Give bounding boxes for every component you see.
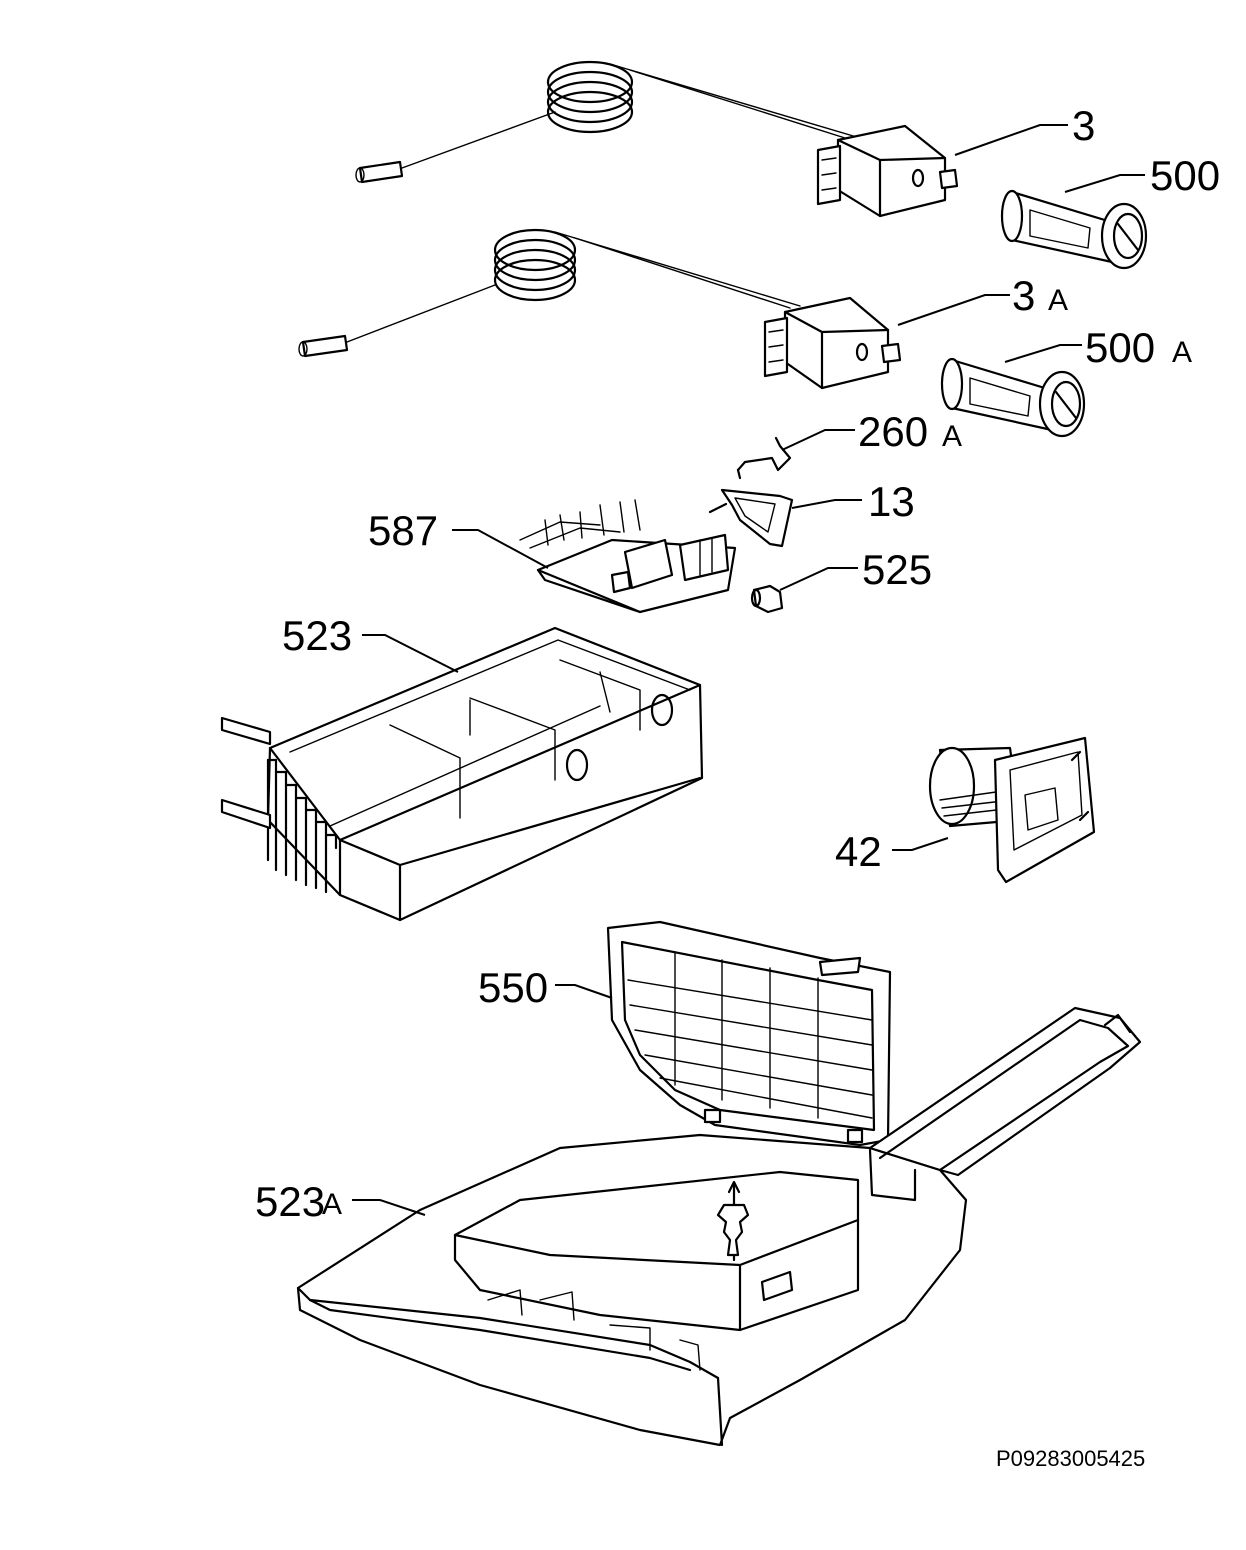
bracket-13	[708, 488, 794, 548]
label-523a-suffix: A	[322, 1188, 342, 1221]
leader-lines	[352, 124, 1145, 1216]
label-260a-number: 260	[858, 408, 928, 455]
lamp-holder-42	[928, 736, 1096, 884]
label-3: 3	[1072, 102, 1095, 149]
label-523a-number: 523	[255, 1178, 325, 1225]
label-42: 42	[835, 828, 882, 875]
label-500a-number: 500	[1085, 324, 1155, 371]
switch-assembly-587	[519, 499, 737, 614]
base-tray-523a	[296, 1006, 1142, 1447]
part-labels: 3 500 3 A 500 A 260 A 13 587 525 523 42 …	[255, 102, 1220, 1225]
label-523: 523	[282, 612, 352, 659]
document-reference-number: P09283005425	[996, 1446, 1145, 1471]
label-3a-suffix: A	[1048, 284, 1068, 317]
label-500a-suffix: A	[1172, 336, 1192, 369]
label-3a-number: 3	[1012, 272, 1035, 319]
grille-cover-550	[606, 920, 892, 1147]
label-13: 13	[868, 478, 915, 525]
label-525: 525	[862, 546, 932, 593]
thermostat-3	[355, 60, 959, 218]
lamp-cap-525	[750, 584, 784, 614]
label-550: 550	[478, 964, 548, 1011]
housing-523	[220, 626, 704, 922]
label-500: 500	[1150, 152, 1220, 199]
label-260a-suffix: A	[942, 420, 962, 453]
spring-clip-260a	[736, 436, 792, 480]
knob-500a	[940, 357, 1086, 438]
knob-500	[1000, 189, 1148, 270]
label-587: 587	[368, 507, 438, 554]
thermostat-3a	[298, 228, 902, 390]
